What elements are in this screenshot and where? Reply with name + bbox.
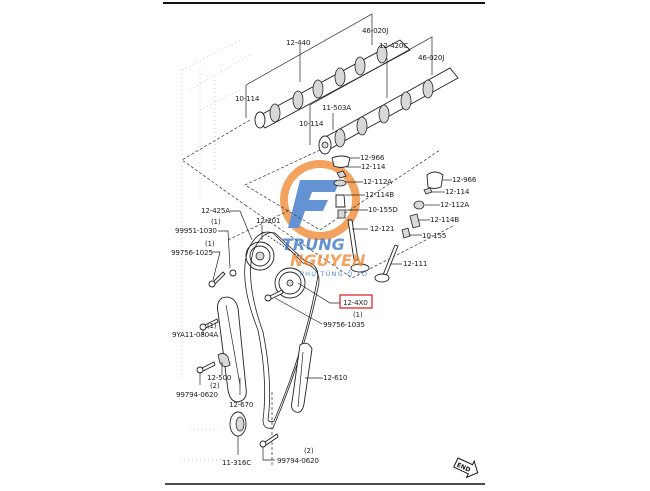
callout-12-112a-a[interactable]: 12-112A — [363, 177, 392, 186]
callout-46-020j-a[interactable]: 46-020J — [362, 26, 388, 35]
qty-99794-0620-b: (2) — [304, 447, 314, 455]
chain-guide-right — [291, 342, 313, 413]
callout-10-155d[interactable]: 10-155D — [368, 205, 398, 214]
callout-12-112a-b[interactable]: 12-112A — [440, 200, 469, 209]
camshaft-leaders — [245, 13, 433, 145]
callout-99756-1025[interactable]: 99756-1025 — [171, 248, 213, 257]
valve-train-left — [331, 155, 370, 273]
callout-46-020j-b[interactable]: 46-020J — [418, 53, 444, 62]
assembly-dashed-lines — [181, 119, 456, 465]
callout-12-4x0-highlighted[interactable]: 12-4X0 — [343, 298, 368, 307]
valve-train-right-leaders — [390, 179, 452, 265]
callout-10-114-b[interactable]: 10-114 — [299, 119, 324, 128]
exhaust-sprocket — [245, 241, 275, 271]
callout-99951-1030[interactable]: 99951-1030 — [175, 226, 218, 235]
callout-99794-0620-a[interactable]: 99794-0620 — [176, 390, 219, 399]
qty-99756-1025: (1) — [205, 240, 215, 248]
callout-10-114-a[interactable]: 10-114 — [235, 94, 260, 103]
callout-12-420c[interactable]: 12-420C — [379, 41, 408, 50]
watermark-logo — [280, 160, 360, 240]
callout-12-114-b[interactable]: 12-114 — [445, 187, 470, 196]
valve-train-left-leaders — [345, 157, 368, 230]
qty-9ya11-0804a: (1) — [207, 322, 217, 330]
highlight-box — [339, 294, 373, 309]
watermark-ring — [280, 160, 360, 240]
chain-guide-left — [217, 296, 247, 403]
qty-99756-1035: (1) — [353, 311, 363, 319]
callout-99794-0620-b[interactable]: 99794-0620 — [277, 456, 320, 465]
callout-11-503a[interactable]: 11-503A — [322, 103, 351, 112]
end-arrow-marker[interactable]: END — [452, 454, 481, 480]
callout-99756-1035[interactable]: 99756-1035 — [323, 320, 365, 329]
callout-labels: 46-020J 12-440 12-420C 46-020J 10-114 11… — [171, 26, 477, 467]
callout-12-114b-b[interactable]: 12-114B — [430, 215, 459, 224]
watermark-brand-part2: NGUYEN — [290, 251, 366, 270]
callout-12-111[interactable]: 12-111 — [403, 259, 427, 268]
crank-sprocket — [229, 411, 247, 437]
callout-12-114-a[interactable]: 12-114 — [361, 162, 386, 171]
timing-leaders — [199, 210, 341, 461]
callout-12-500[interactable]: 12-500 — [207, 373, 232, 382]
engine-outline-dots — [180, 39, 251, 461]
callout-12-121[interactable]: 12-121 — [370, 224, 394, 233]
callout-12-966-b[interactable]: 12-966 — [452, 175, 477, 184]
callout-10-155[interactable]: 10-155 — [422, 231, 446, 240]
exhaust-camshaft — [254, 39, 411, 129]
callout-12-114b-a[interactable]: 12-114B — [365, 190, 394, 199]
callout-12-610[interactable]: 12-610 — [323, 373, 348, 382]
callout-11-316c[interactable]: 11-316C — [222, 458, 251, 467]
qty-99794-0620-a: (2) — [210, 382, 220, 390]
qty-99951-1030: (1) — [211, 218, 221, 226]
watermark-brand-part1: TRUNG — [282, 235, 345, 254]
intake-camshaft — [318, 67, 459, 155]
watermark-f-glyph — [288, 180, 340, 228]
callout-12-425a[interactable]: 12-425A — [201, 206, 230, 215]
callout-12-670[interactable]: 12-670 — [229, 400, 254, 409]
callout-12-966-a[interactable]: 12-966 — [360, 153, 385, 162]
watermark-tagline: PHỤ TÙNG Ô TÔ — [300, 269, 368, 278]
callout-12-440[interactable]: 12-440 — [286, 38, 311, 47]
valve-train-right — [374, 171, 444, 283]
callout-9ya11-0804a[interactable]: 9YA11-0804A — [172, 330, 219, 339]
bolts — [196, 269, 284, 448]
timing-chain — [244, 231, 320, 429]
callout-12-201[interactable]: 12-201 — [256, 216, 280, 225]
